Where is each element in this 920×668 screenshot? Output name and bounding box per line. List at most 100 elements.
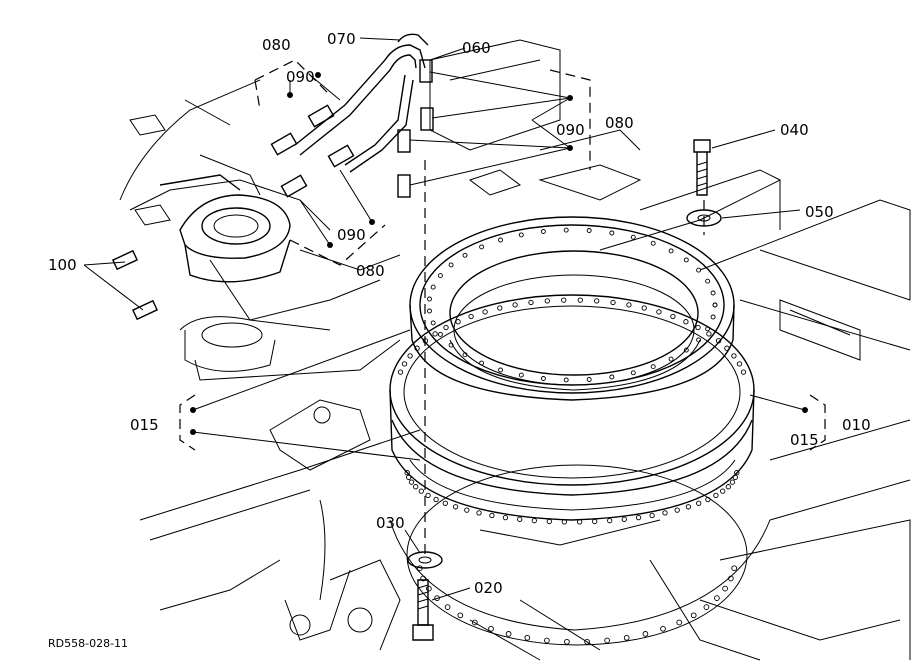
bolt-hole — [430, 284, 436, 290]
bolt-hole — [528, 299, 534, 306]
bolt-hole — [432, 331, 438, 337]
bolt-hole — [705, 496, 711, 503]
bolt-hole — [531, 517, 537, 524]
adapter-fitting — [307, 104, 335, 128]
bolt-hole — [734, 469, 740, 476]
bolt-hole — [696, 500, 702, 506]
washer-030 — [407, 551, 443, 569]
adapter-fitting — [397, 174, 411, 198]
bolt-hole — [479, 360, 485, 366]
bolt-hole — [642, 631, 649, 637]
callout-080: 080 — [605, 114, 634, 132]
bolt-hole — [649, 512, 655, 519]
bolt-hole — [610, 299, 616, 306]
bolt-hole — [505, 631, 512, 637]
bolt-hole — [656, 309, 662, 315]
bolt-hole — [455, 319, 461, 325]
bolt-hole — [512, 302, 518, 308]
bolt-hole — [728, 575, 734, 582]
bolt-hole — [729, 479, 736, 485]
callout-010: 010 — [842, 416, 871, 434]
bolt-hole — [576, 519, 583, 525]
bolt-hole — [546, 518, 552, 525]
bolt-hole — [420, 575, 426, 582]
bolt-hole — [623, 634, 630, 641]
mounting-base — [389, 464, 771, 646]
bolt-hole — [592, 518, 598, 525]
bolt-hole — [448, 342, 454, 348]
bolt-hole — [518, 232, 524, 238]
bolt-hole — [690, 612, 697, 619]
bolt-hole — [676, 619, 683, 626]
bolt-hole — [724, 345, 730, 351]
bolt-hole — [736, 361, 743, 367]
bolt-hole — [635, 514, 642, 521]
bolt-hole — [621, 516, 627, 522]
bolt-hole — [712, 302, 718, 308]
bolt-hole — [498, 367, 503, 373]
bolt-hole — [630, 234, 636, 240]
bolt-020 — [412, 579, 434, 641]
bolt-hole — [468, 313, 474, 320]
bolt-hole — [683, 319, 689, 325]
bolt-hole — [577, 297, 583, 303]
callout-015: 015 — [790, 431, 819, 449]
bolt-hole — [426, 585, 432, 592]
bolt-hole — [563, 377, 569, 383]
bolt-hole — [443, 324, 449, 331]
bolt-hole — [586, 228, 592, 233]
bolt-hole — [425, 492, 431, 499]
swing-bearing-outer — [389, 294, 755, 521]
bolt-hole — [427, 308, 432, 314]
callout-015: 015 — [130, 416, 159, 434]
bolt-hole — [670, 313, 676, 320]
bolt-hole — [710, 290, 716, 296]
bolt-hole — [544, 298, 550, 304]
callout-090: 090 — [286, 68, 315, 86]
bolt-hole — [462, 352, 468, 358]
bolt-hole — [524, 634, 531, 641]
adapter-fitting — [270, 132, 298, 156]
bolt-hole — [722, 585, 728, 592]
bolt-hole — [668, 248, 674, 254]
hose-assembly — [294, 33, 429, 173]
bolt-hole — [482, 309, 488, 315]
callout-labels: 080 070 060 090 090 080 090 080 100 015 … — [48, 30, 871, 650]
bolt-hole — [650, 240, 656, 246]
bolt-hole — [464, 507, 470, 513]
callout-020: 020 — [474, 579, 503, 597]
group-bracket-080-top — [254, 59, 331, 111]
bolt-hole — [427, 296, 432, 302]
bolt-hole — [502, 514, 509, 521]
bolt-hole — [433, 496, 439, 503]
fitting-group — [111, 59, 434, 321]
bolt-hole — [740, 369, 747, 375]
bolt-hole — [488, 625, 494, 632]
bolt-hole — [732, 474, 738, 481]
bolt-hole — [662, 510, 668, 516]
bolt-hole — [414, 345, 420, 351]
bolt-hole — [713, 492, 719, 499]
bolt-hole — [668, 356, 674, 362]
bolt-hole — [437, 331, 443, 337]
bolt-hole — [715, 338, 722, 344]
bolt-hole — [479, 244, 485, 250]
callout-090: 090 — [337, 226, 366, 244]
adapter-fitting — [420, 107, 434, 131]
grease-nipple — [131, 299, 159, 321]
callout-040: 040 — [780, 121, 809, 139]
bolt-hole — [564, 638, 570, 645]
bolt-hole — [544, 637, 550, 644]
bolt-hole — [404, 469, 410, 476]
machine-frame — [119, 39, 911, 661]
bolt-hole — [540, 229, 546, 234]
bolt-hole — [462, 252, 468, 258]
bolt-hole — [471, 619, 478, 626]
bolt-hole — [720, 488, 726, 494]
bolt-hole — [498, 237, 503, 243]
bolt-hole — [696, 337, 702, 343]
bolt-hole — [604, 637, 610, 644]
adapter-fitting — [397, 129, 411, 153]
bolt-hole — [407, 353, 413, 359]
